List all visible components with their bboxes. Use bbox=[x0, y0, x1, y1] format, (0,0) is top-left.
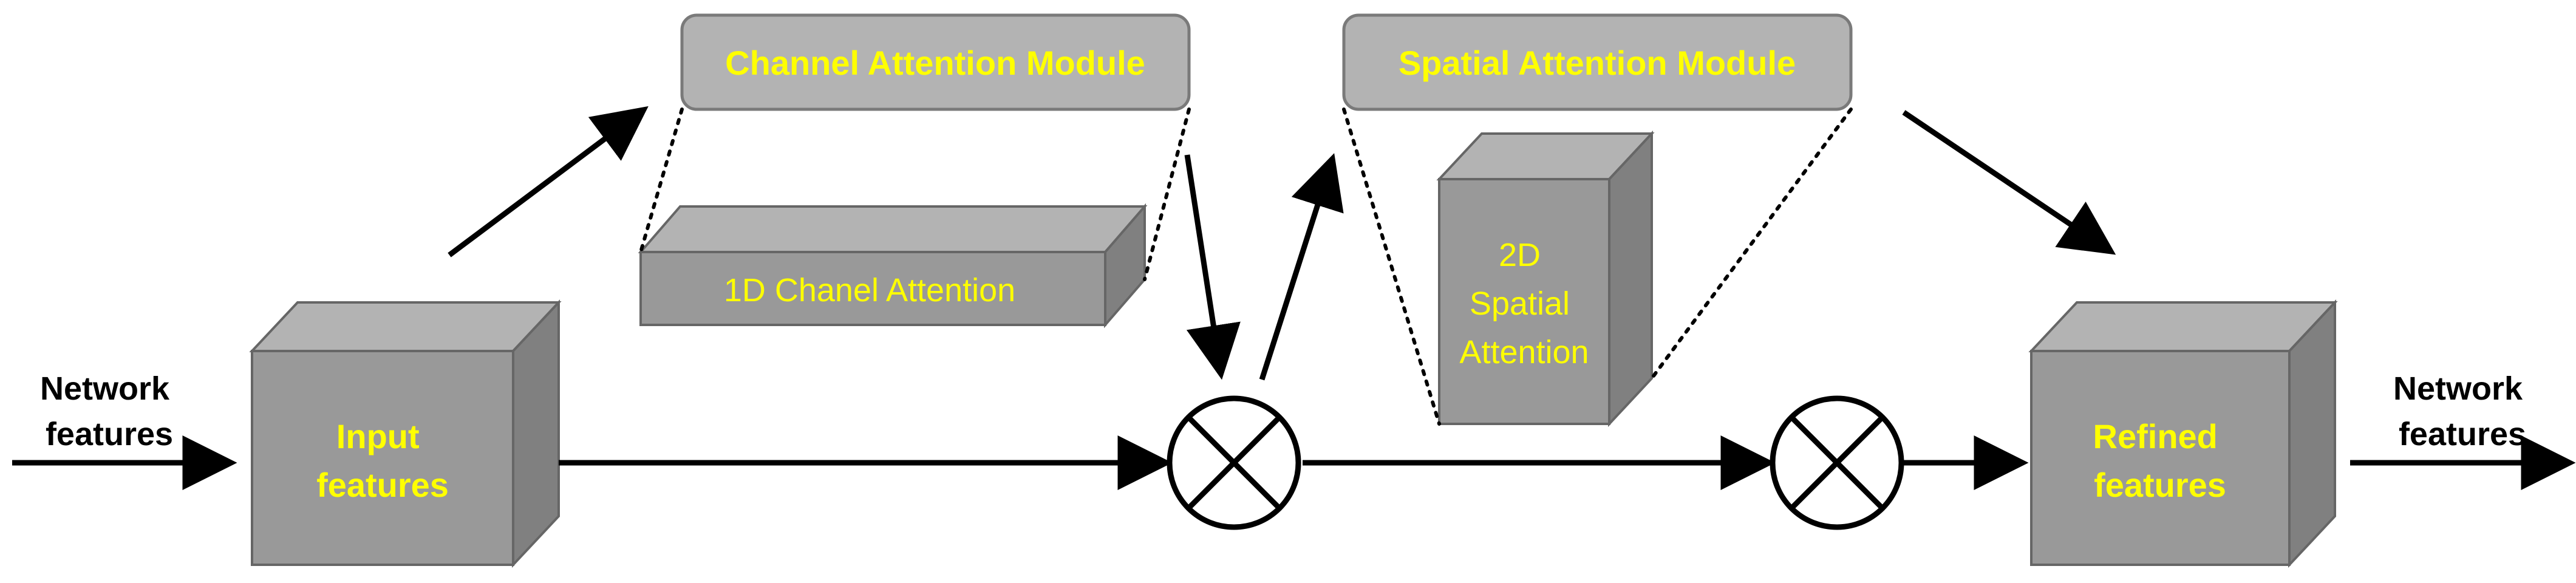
channel-zoom-line-left bbox=[639, 107, 684, 254]
arrow-multiply1-to-spatial-module bbox=[1259, 153, 1344, 381]
flow-arrows bbox=[12, 106, 2576, 490]
spatial-attention-label: 2D Spatial Attention bbox=[1459, 237, 1589, 370]
refined-features-label: Refined features bbox=[2093, 417, 2227, 504]
channel-attention-box: 1D Chanel Attention bbox=[638, 203, 1148, 329]
multiply-node-1 bbox=[1167, 395, 1301, 530]
arrow-spatial-module-to-refined bbox=[1902, 110, 2116, 255]
refined-box-front bbox=[2030, 350, 2291, 566]
channel-box-top bbox=[638, 205, 1148, 253]
spatial-box-side bbox=[1608, 130, 1653, 428]
channel-module-label: Channel Attention Module bbox=[725, 44, 1145, 82]
network-features-out-label: Network features bbox=[2393, 370, 2532, 452]
spatial-module-label: Spatial Attention Module bbox=[1399, 44, 1796, 82]
network-features-in-label: Network features bbox=[40, 370, 179, 452]
spatial-zoom-line-left bbox=[1342, 107, 1441, 426]
refined-features-box: Refined features bbox=[2028, 299, 2338, 568]
spatial-attention-module: Spatial Attention Module bbox=[1342, 13, 1853, 111]
multiply-node-2 bbox=[1770, 395, 1904, 530]
spatial-attention-box: 2D Spatial Attention bbox=[1436, 130, 1655, 428]
channel-zoom-line-right bbox=[1143, 107, 1191, 281]
input-features-box: Input features bbox=[249, 299, 562, 568]
input-features-label: Input features bbox=[316, 417, 449, 504]
input-box-front bbox=[251, 350, 514, 566]
multiply-cross-1b bbox=[1186, 415, 1282, 511]
channel-box-front bbox=[639, 251, 1106, 326]
spatial-box-front bbox=[1438, 178, 1610, 425]
channel-attention-label: 1D Chanel Attention bbox=[724, 272, 1015, 309]
arrow-channel-module-to-multiply1 bbox=[1184, 154, 1241, 380]
channel-attention-module: Channel Attention Module bbox=[680, 13, 1191, 111]
zoom-lines bbox=[639, 107, 1853, 426]
refined-box-top bbox=[2028, 301, 2338, 352]
arrow-input-to-channel-module bbox=[448, 106, 649, 257]
multiply-cross-2b bbox=[1789, 415, 1885, 511]
channel-module-box bbox=[680, 13, 1191, 111]
spatial-zoom-line-right bbox=[1650, 107, 1853, 380]
input-box-top bbox=[249, 301, 562, 352]
spatial-module-box bbox=[1342, 13, 1853, 111]
